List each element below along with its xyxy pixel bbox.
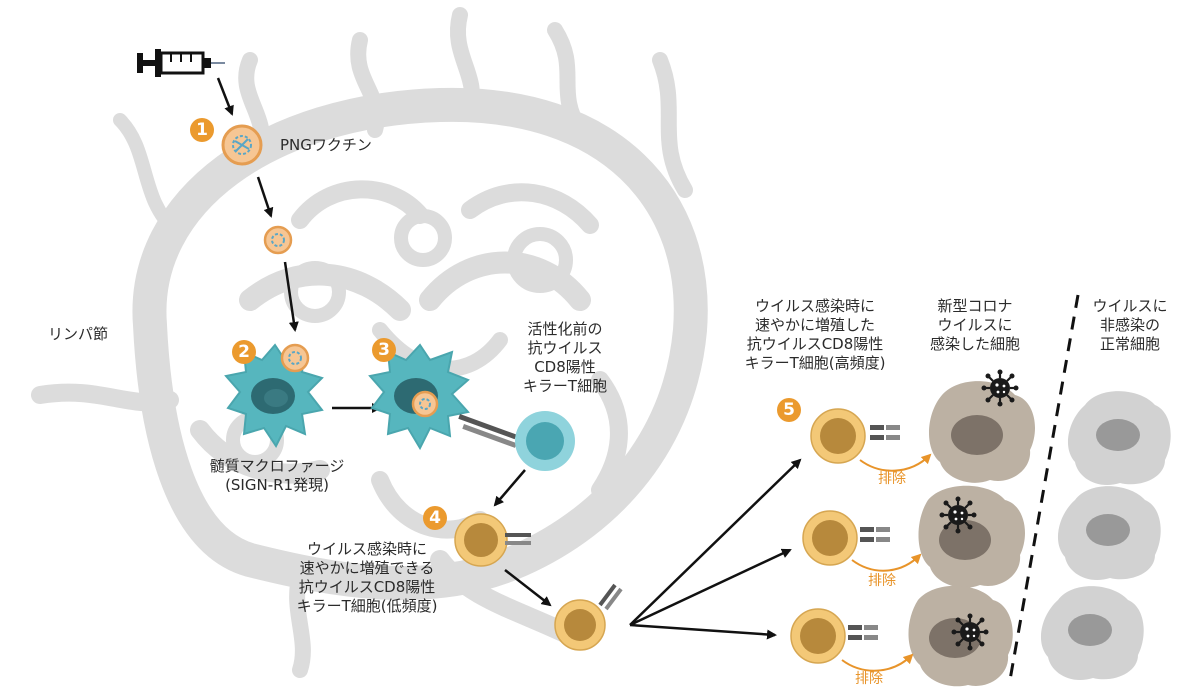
low-freq-label-line3: 抗ウイルスCD8陽性 — [298, 578, 436, 596]
high-freq-label-line4: キラーT細胞(高頻度) — [744, 354, 886, 372]
naive-tcell-label-line3: CD8陽性 — [534, 358, 596, 376]
eliminate-label-3: 排除 — [855, 671, 883, 687]
vaccine-particle-small — [263, 225, 293, 255]
infected-label-line2: ウイルスに — [937, 316, 1013, 334]
killer-tcell-high-3 — [790, 608, 878, 664]
naive-tcell-label: 活性化前の 抗ウイルス CD8陽性 キラーT細胞 — [505, 320, 625, 396]
step-badge-1: 1 — [190, 118, 214, 142]
eliminate-arrows — [841, 453, 932, 672]
high-freq-label-line1: ウイルス感染時に — [754, 297, 875, 315]
step-badge-5: 5 — [777, 398, 801, 422]
killer-tcell-high-1 — [810, 408, 900, 464]
step-badge-3: 3 — [372, 338, 396, 362]
infected-label-line3: 感染した細胞 — [929, 335, 1020, 353]
syringe-icon — [137, 49, 225, 77]
normal-cell-label: ウイルスに 非感染の 正常細胞 — [1085, 297, 1175, 354]
infected-label-line1: 新型コロナ — [937, 297, 1013, 315]
vaccine-label: PNGワクチン — [280, 136, 372, 154]
vaccine-particle-bound — [280, 343, 310, 373]
normal-label-line1: ウイルスに — [1092, 297, 1168, 315]
normal-cell-2 — [1057, 486, 1161, 581]
infected-cell-2 — [918, 485, 1025, 588]
killer-tcell-mid — [554, 583, 623, 651]
high-freq-label-line2: 速やかに増殖した — [754, 316, 875, 334]
infected-cell-1 — [928, 368, 1035, 483]
high-freq-tcell-label: ウイルス感染時に 速やかに増殖した 抗ウイルスCD8陽性 キラーT細胞(高頻度) — [720, 297, 910, 373]
step-badge-4: 4 — [423, 506, 447, 530]
vaccine-particle-large — [221, 124, 263, 166]
macrophage-presenting-cell — [368, 343, 470, 451]
eliminate-label-1: 排除 — [878, 471, 906, 487]
infected-cell-3 — [908, 585, 1013, 687]
killer-tcell-low — [454, 513, 531, 567]
low-freq-tcell-label: ウイルス感染時に 速やかに増殖できる 抗ウイルスCD8陽性 キラーT細胞(低頻度… — [272, 540, 462, 616]
low-freq-label-line1: ウイルス感染時に — [306, 540, 427, 558]
eliminate-label-2: 排除 — [868, 573, 896, 589]
step-badge-2: 2 — [232, 340, 256, 364]
naive-tcell-label-line1: 活性化前の — [527, 320, 603, 338]
killer-tcell-high-2 — [802, 510, 890, 566]
normal-label-line3: 正常細胞 — [1099, 335, 1160, 353]
lymph-node-label: リンパ節 — [48, 325, 109, 343]
naive-tcell-label-line2: 抗ウイルス — [527, 339, 603, 357]
normal-cell-3 — [1040, 586, 1144, 681]
low-freq-label-line4: キラーT細胞(低頻度) — [296, 597, 438, 615]
infected-cell-label: 新型コロナ ウイルスに 感染した細胞 — [920, 297, 1030, 354]
macrophage-label: 髄質マクロファージ (SIGN-R1発現) — [182, 457, 372, 495]
macrophage-label-line2: (SIGN-R1発現) — [225, 476, 329, 494]
normal-label-line2: 非感染の — [1099, 316, 1160, 334]
naive-tcell — [458, 411, 575, 471]
macrophage-label-line1: 髄質マクロファージ — [209, 457, 345, 475]
low-freq-label-line2: 速やかに増殖できる — [299, 559, 435, 577]
normal-cell-1 — [1067, 391, 1171, 486]
high-freq-label-line3: 抗ウイルスCD8陽性 — [746, 335, 884, 353]
naive-tcell-label-line4: キラーT細胞 — [522, 377, 608, 395]
